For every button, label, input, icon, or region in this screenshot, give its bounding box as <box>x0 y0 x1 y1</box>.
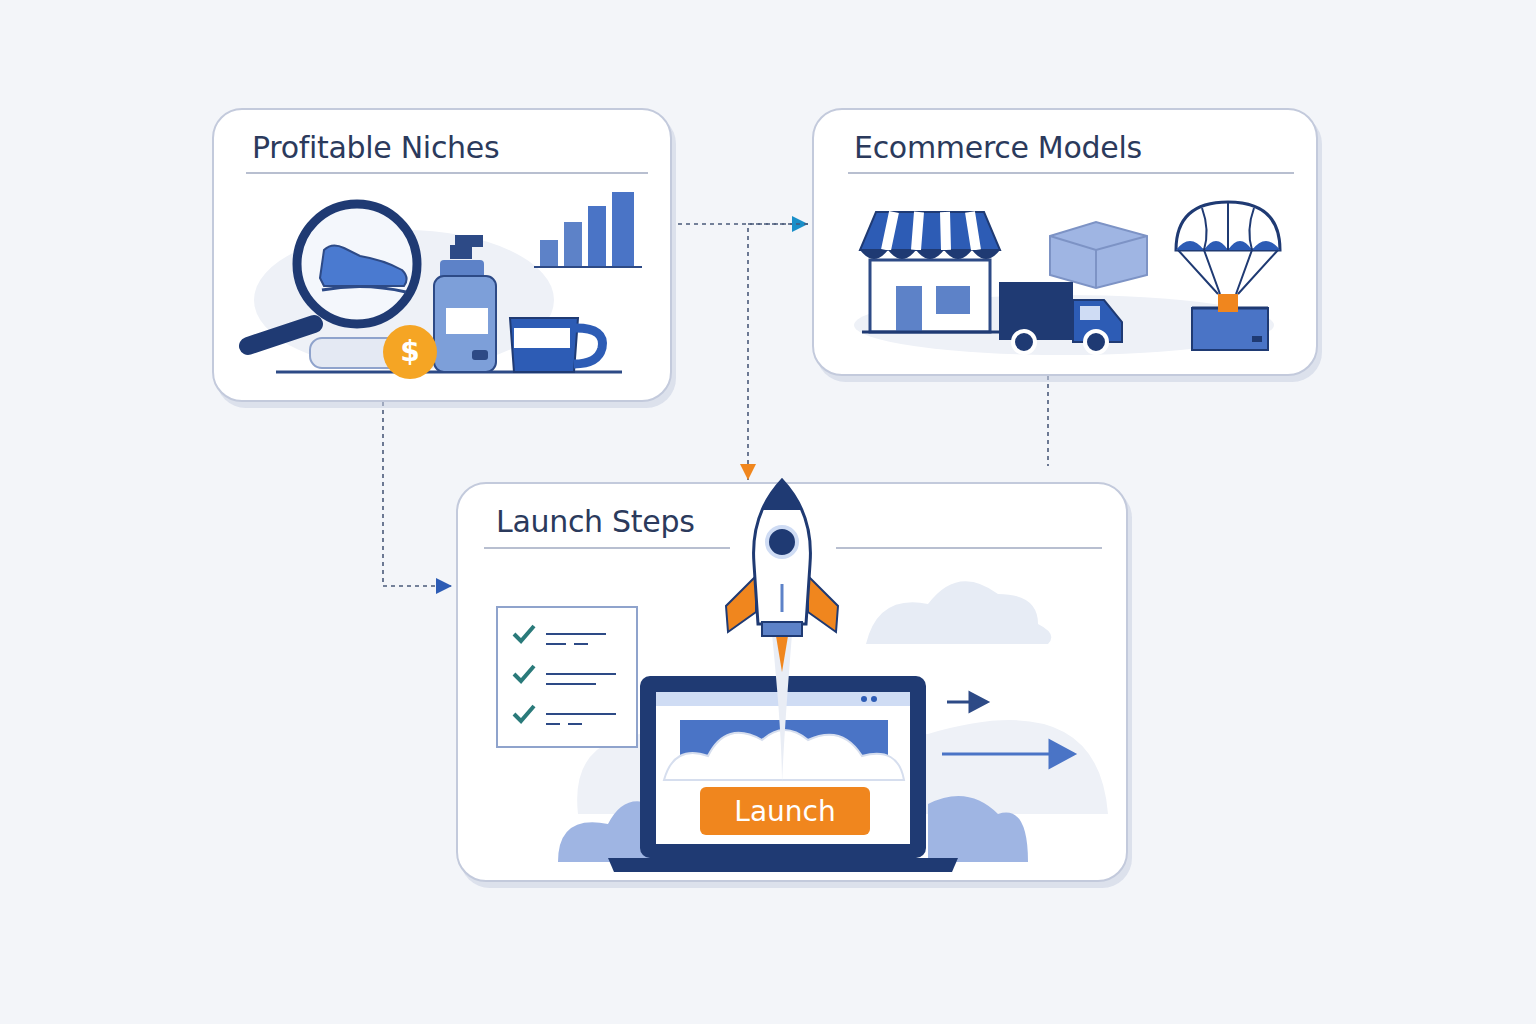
art-circle <box>871 696 877 702</box>
art-rect <box>612 192 634 267</box>
art-circle <box>1085 331 1107 353</box>
dashed-connector <box>1048 376 1049 466</box>
art-line <box>246 172 648 174</box>
section-panel: Launch StepsLaunch <box>456 482 1128 882</box>
art-path <box>928 796 1028 862</box>
art-rect <box>1192 308 1268 350</box>
art-path <box>320 245 407 286</box>
art-path <box>866 581 1051 644</box>
art-path <box>860 250 1000 259</box>
coin-symbol: $ <box>383 325 437 379</box>
art-rect <box>588 206 606 267</box>
art-rect <box>936 286 970 314</box>
art-rect <box>999 282 1073 340</box>
art-circle <box>297 204 417 324</box>
arrowhead <box>436 578 452 594</box>
art-rect <box>446 308 488 334</box>
button-label: Launch <box>734 795 835 828</box>
connector-line <box>748 224 808 480</box>
art-path <box>942 741 1074 767</box>
art-path <box>762 480 802 510</box>
art-path <box>1176 202 1280 250</box>
section-panel: Profitable Niches $ <box>212 108 672 402</box>
art-line <box>848 172 1294 174</box>
art-path <box>546 634 616 724</box>
art-path <box>808 576 838 632</box>
art-line <box>781 584 784 612</box>
art-rect <box>564 222 582 267</box>
art-rect <box>762 622 802 636</box>
art-rect <box>455 235 483 247</box>
art-path <box>510 318 578 372</box>
art-rect <box>497 607 637 747</box>
art-path <box>1050 222 1147 288</box>
art-path <box>726 576 756 632</box>
dashed-connector <box>383 402 452 594</box>
art-path <box>947 693 987 711</box>
art-path <box>608 858 958 872</box>
art-line <box>484 547 730 549</box>
art-path <box>860 212 1000 250</box>
art-circle <box>383 325 437 379</box>
art-path <box>1178 250 1278 294</box>
arrowhead <box>740 464 756 480</box>
art-line <box>836 547 1102 549</box>
section-panel: Ecommerce Models <box>812 108 1318 376</box>
art-path <box>886 212 976 250</box>
art-rect <box>540 240 558 267</box>
art-path <box>574 328 602 364</box>
art-path <box>772 634 792 784</box>
art-path <box>514 626 534 721</box>
launch-button: Launch <box>700 787 870 835</box>
art-path <box>776 636 788 672</box>
art-rect <box>1080 306 1100 320</box>
art-rect <box>870 260 990 332</box>
art-path <box>1050 236 1147 288</box>
art-rect <box>472 350 488 360</box>
art-path <box>1202 202 1254 250</box>
art-line <box>534 266 642 268</box>
art-rect <box>434 276 496 372</box>
art-rect <box>896 286 922 332</box>
art-rect <box>1218 294 1238 312</box>
dashed-connector <box>740 224 808 480</box>
connector-line <box>383 402 452 586</box>
connector-line <box>1047 376 1049 466</box>
art-rect <box>514 328 570 348</box>
panel-title: Launch Steps <box>496 504 695 539</box>
art-rect <box>450 245 472 259</box>
art-circle <box>861 696 867 702</box>
art-path <box>322 286 406 292</box>
art-line <box>248 324 314 346</box>
panel-title: Ecommerce Models <box>854 130 1142 165</box>
art-path <box>754 480 811 624</box>
panel-title: Profitable Niches <box>252 130 499 165</box>
art-circle <box>767 527 797 557</box>
art-rect <box>1252 336 1262 342</box>
art-line <box>862 331 1000 334</box>
art-circle <box>1013 331 1035 353</box>
